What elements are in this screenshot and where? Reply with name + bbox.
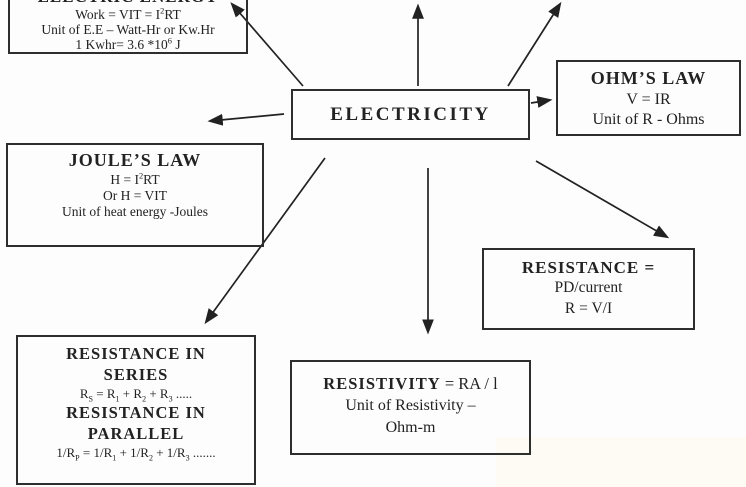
ohms-law-box: OHM’S LAW V = IR Unit of R - Ohms [556,60,741,136]
series-title-line1: RESISTANCE IN [66,344,206,363]
electricity-center-box: ELECTRICITY [291,89,530,140]
electricity-label: ELECTRICITY [330,103,491,125]
resistance-title: RESISTANCE = [521,258,656,277]
resistance-formula: R = V/I [564,300,613,318]
resistivity-box: RESISTIVITY = RA / l Unit of Resistivity… [290,360,531,455]
resistance-box: RESISTANCE = PD/current R = V/I [482,248,695,330]
resistivity-unit-line1: Unit of Resistivity – [345,396,476,414]
series-title-line2: SERIES [103,365,169,384]
kwh-conversion-line: 1 Kwhr= 3.6 *106 J [75,36,181,52]
energy-unit-line: Unit of E.E – Watt-Hr or Kw.Hr [41,22,215,37]
arrow-right-to-ohms-law [530,96,553,108]
arrow-left [207,113,285,126]
joules-law-title: JOULE’S LAW [68,150,202,170]
arrow-down-right-to-resistance [535,160,670,239]
series-formula: RS = R1 + R2 + R3 ..... [79,386,193,404]
scan-tint [496,437,746,487]
resistivity-unit-line2: Ohm-m [385,419,436,437]
series-parallel-box: RESISTANCE IN SERIES RS = R1 + R2 + R3 .… [16,335,256,485]
electric-energy-box: ELECTRIC ENERGY Work = VIT = I2RT Unit o… [8,0,248,54]
ohms-law-formula: V = IR [626,90,671,108]
parallel-title-line1: RESISTANCE IN [66,403,206,422]
joules-law-box: JOULE’S LAW H = I2RT Or H = VIT Unit of … [6,143,264,247]
joules-law-unit-line: Unit of heat energy -Joules [62,203,208,219]
work-formula: Work = VIT = I2RT [75,6,181,22]
ohms-law-unit-line: Unit of R - Ohms [592,110,705,128]
electric-energy-title: ELECTRIC ENERGY [10,0,246,7]
joules-law-formula2: Or H = VIT [103,187,167,203]
resistance-definition: PD/current [554,279,623,297]
parallel-title-line2: PARALLEL [87,424,185,443]
parallel-formula: 1/RP = 1/R1 + 1/R2 + 1/R3 ....... [56,445,216,463]
resistivity-title: RESISTIVITY = RA / l [323,374,498,393]
arrow-up-right [507,1,562,87]
ohms-law-title: OHM’S LAW [590,68,707,88]
joules-law-formula1: H = I2RT [110,171,160,187]
